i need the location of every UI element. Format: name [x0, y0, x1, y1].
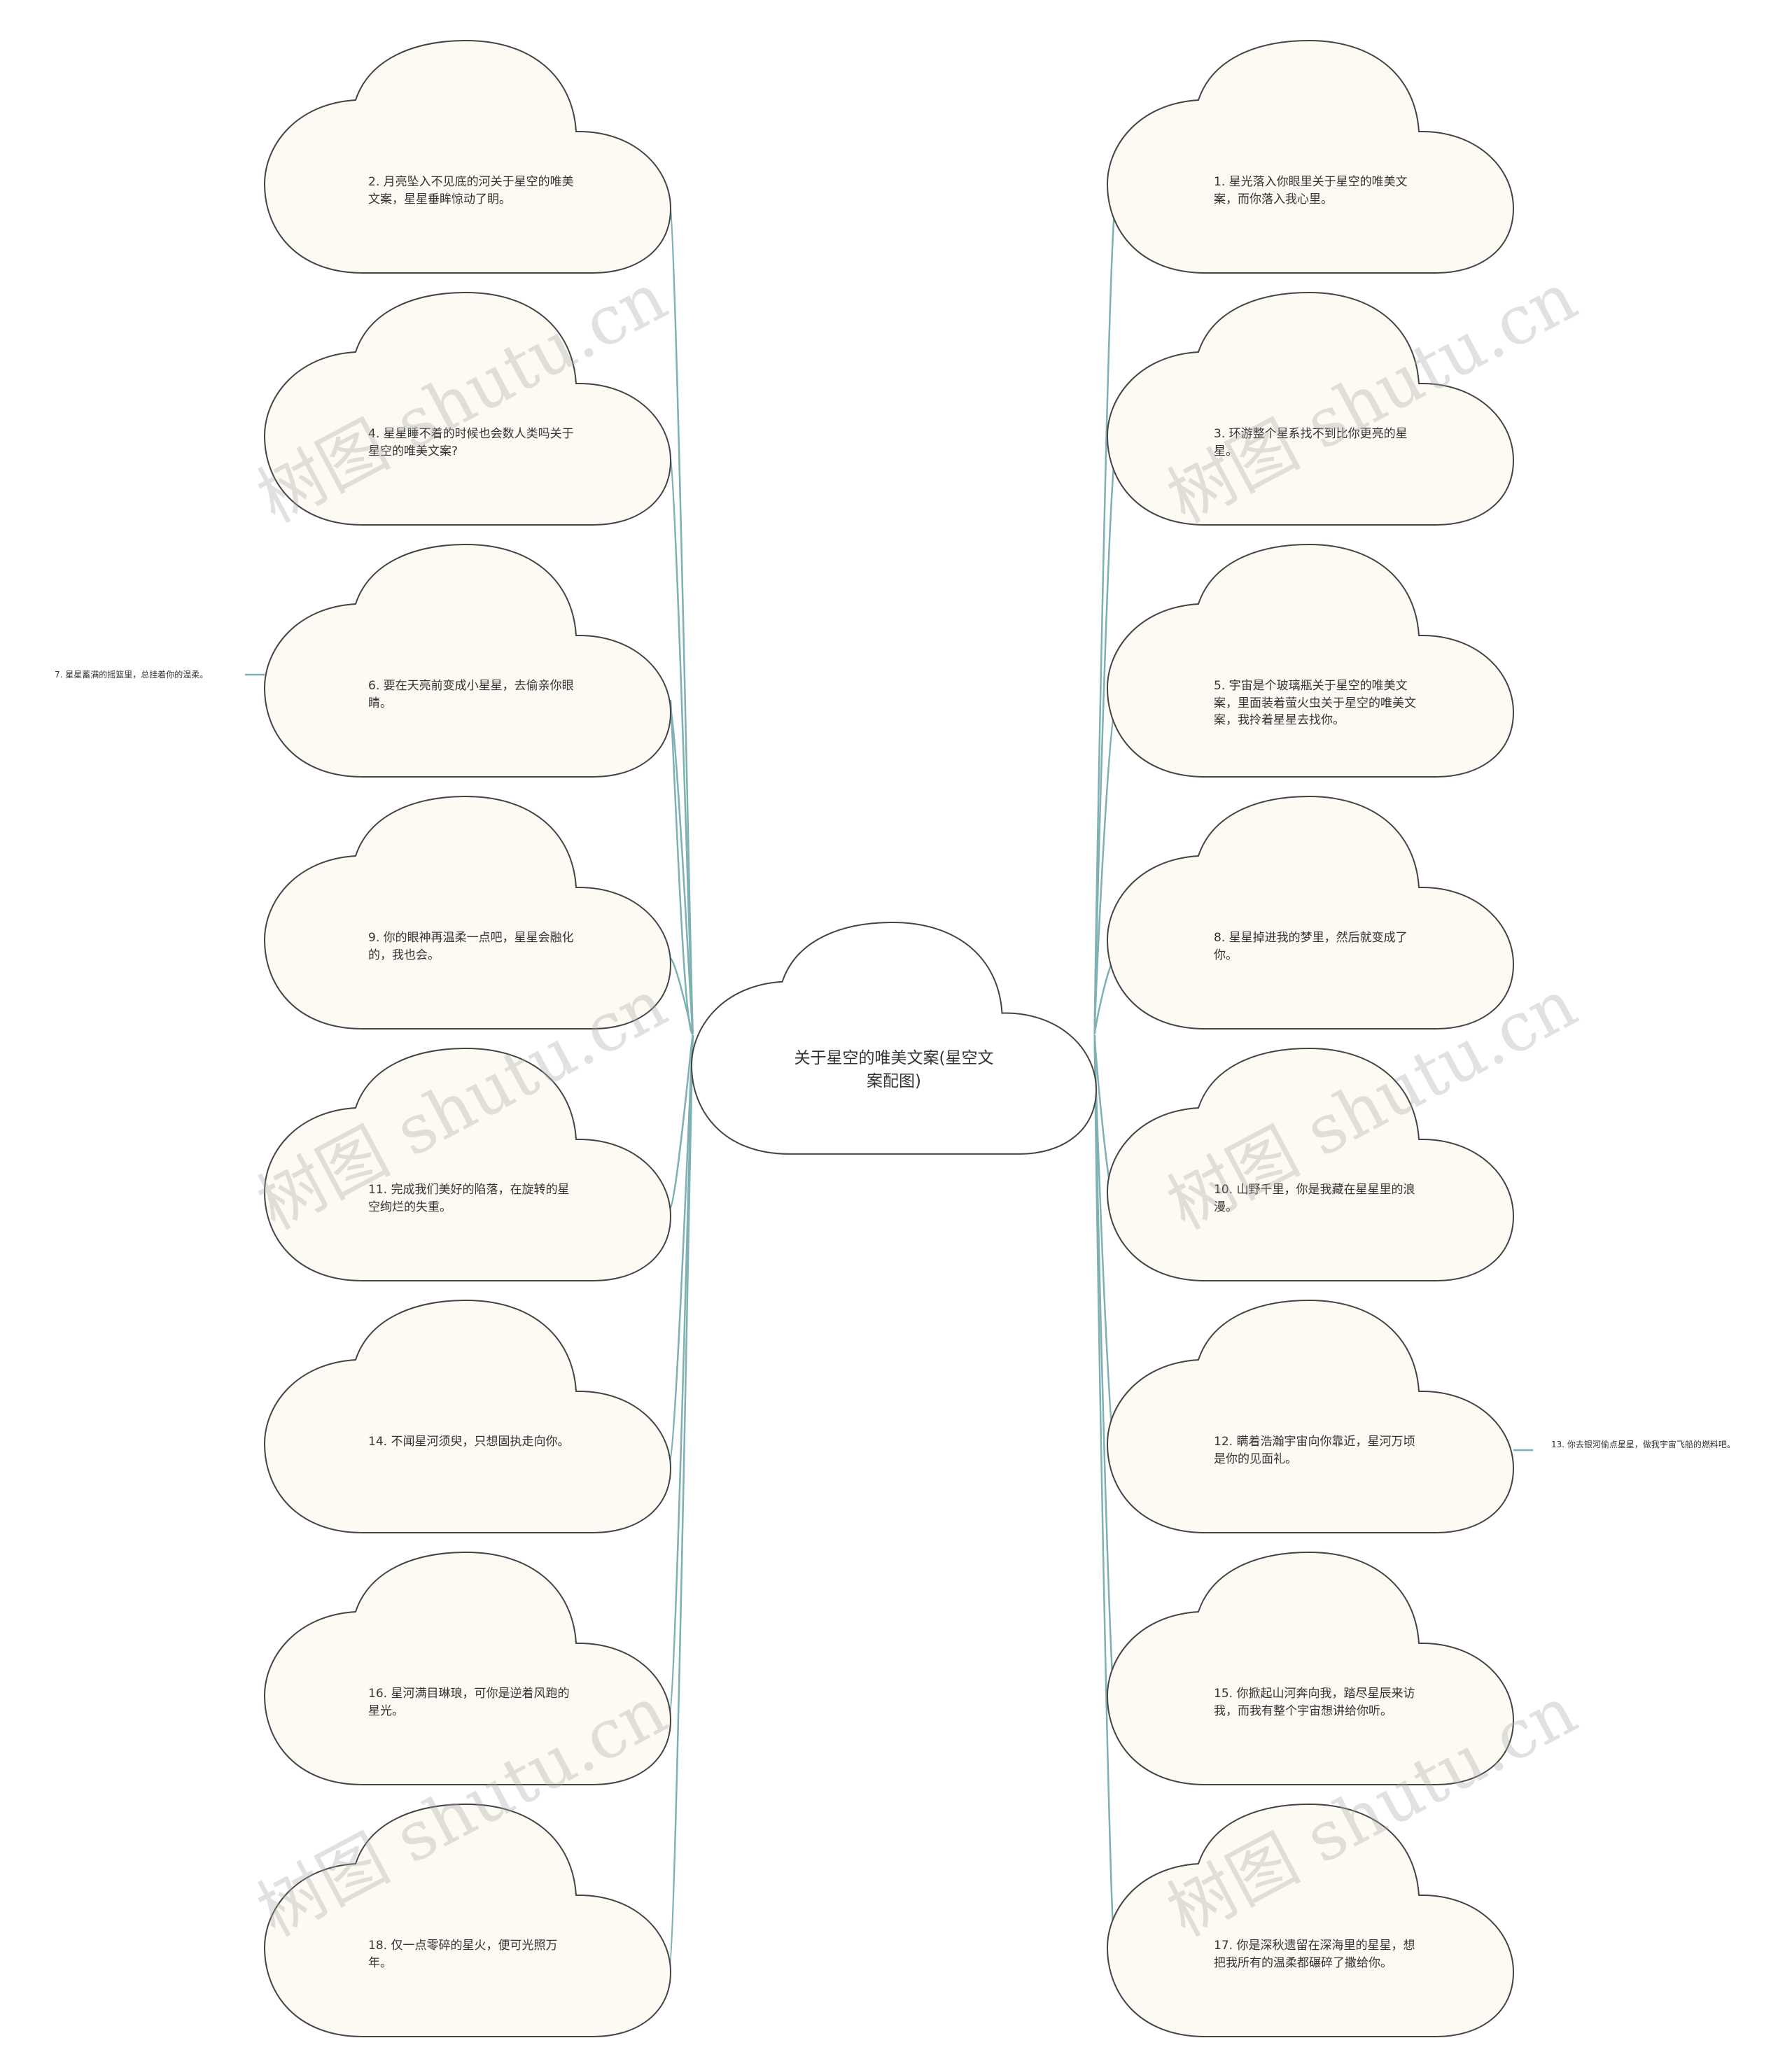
central-topic-label: 关于星空的唯美文案(星空文案配图) — [794, 1049, 994, 1091]
right-connector-3 — [1093, 704, 1117, 1036]
side-note-1: 7. 星星蓄满的摇篮里，总挂着你的温柔。 — [55, 670, 209, 680]
left-connector-3 — [668, 704, 694, 1036]
right-node-5[interactable] — [1106, 1047, 1515, 1281]
left-node-label-4: 9. 你的眼神再温柔一点吧，星星会融化的，我也会。 — [368, 931, 574, 962]
right-node-label-3: 5. 宇宙是个玻璃瓶关于星空的唯美文案，里面装着萤火虫关于星空的唯美文案，我拎着… — [1214, 679, 1416, 728]
left-node-label-1: 2. 月亮坠入不见底的河关于星空的唯美文案，星星垂眸惊动了眀。 — [368, 175, 574, 206]
right-node-6[interactable] — [1106, 1299, 1515, 1533]
right-node-label-5: 10. 山野千里，你是我藏在星星里的浪漫。 — [1214, 1183, 1415, 1214]
left-node-label-6: 14. 不闻星河须臾，只想固执走向你。 — [368, 1435, 570, 1449]
left-node-label-2: 4. 星星睡不着的时候也会数人类吗关于星空的唯美文案? — [368, 427, 574, 458]
left-node-label-5: 11. 完成我们美好的陷落，在旋转的星空绚烂的失重。 — [368, 1183, 570, 1214]
left-connector-8 — [668, 1033, 694, 1967]
central-topic-node[interactable] — [690, 921, 1098, 1155]
side-note-2: 13. 你去银河偷点星星，做我宇宙飞船的燃料吧。 — [1551, 1440, 1735, 1449]
left-node-label-3: 6. 要在天亮前变成小星星，去偷亲你眼睛。 — [368, 679, 574, 710]
left-node-label-8: 18. 仅一点零碎的星火，便可光照万年。 — [368, 1939, 558, 1970]
right-node-3[interactable] — [1106, 543, 1515, 778]
left-connector-4 — [668, 956, 694, 1036]
left-node-8[interactable] — [263, 1803, 672, 2037]
right-node-label-1: 1. 星光落入你眼里关于星空的唯美文案，而你落入我心里。 — [1214, 175, 1408, 206]
right-node-1[interactable] — [1106, 39, 1515, 274]
left-node-7[interactable] — [263, 1551, 672, 1785]
right-node-label-8: 17. 你是深秋遗留在深海里的星星，想把我所有的温柔都碾碎了撒给你。 — [1214, 1939, 1415, 1970]
right-node-4[interactable] — [1106, 795, 1515, 1029]
left-node-6[interactable] — [263, 1299, 672, 1533]
left-node-label-7: 16. 星河满目琳琅，可你是逆着风跑的星光。 — [368, 1687, 570, 1718]
right-node-7[interactable] — [1106, 1551, 1515, 1785]
right-node-label-7: 15. 你掀起山河奔向我，踏尽星辰来访我，而我有整个宇宙想讲给你听。 — [1214, 1687, 1415, 1718]
left-node-2[interactable] — [263, 291, 672, 526]
left-node-5[interactable] — [263, 1047, 672, 1281]
right-node-label-4: 8. 星星掉进我的梦里，然后就变成了你。 — [1214, 931, 1408, 962]
right-node-8[interactable] — [1106, 1803, 1515, 2037]
left-node-4[interactable] — [263, 795, 672, 1029]
right-node-label-2: 3. 环游整个星系找不到比你更亮的星星。 — [1214, 427, 1408, 458]
left-node-1[interactable] — [263, 39, 672, 274]
right-node-2[interactable] — [1106, 291, 1515, 526]
right-node-label-6: 12. 瞒着浩瀚宇宙向你靠近，星河万顷是你的见面礼。 — [1214, 1435, 1415, 1466]
left-node-3[interactable] — [263, 543, 672, 778]
